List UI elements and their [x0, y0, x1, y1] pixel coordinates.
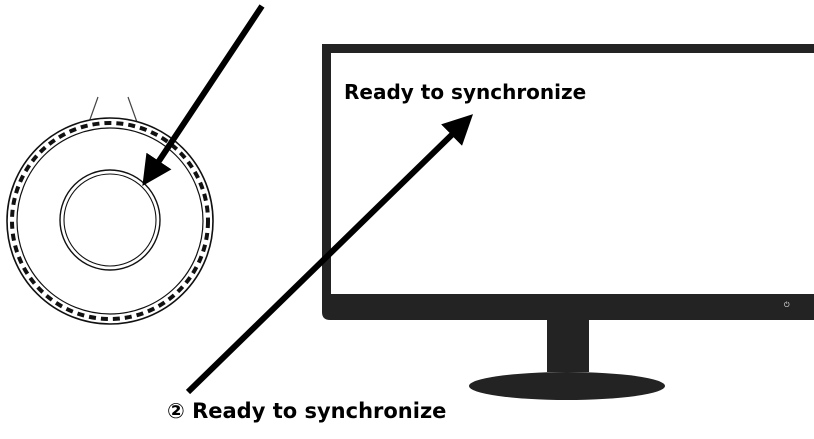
device-led-ring: [10, 121, 210, 321]
device-strap-right: [127, 96, 139, 126]
device-center-button-outer: [59, 169, 161, 271]
device-inner-rim: [16, 127, 204, 315]
monitor-stand-base: [469, 372, 665, 400]
device-center-button-inner: [63, 173, 157, 267]
monitor-status-text: Ready to synchronize: [344, 80, 587, 104]
step-caption: ② Ready to synchronize: [167, 399, 447, 423]
arrow-to-device: [142, 4, 265, 186]
arrow-to-screen: [185, 114, 474, 395]
power-indicator-icon: ⏻: [784, 301, 790, 309]
monitor-neck: [547, 320, 589, 372]
